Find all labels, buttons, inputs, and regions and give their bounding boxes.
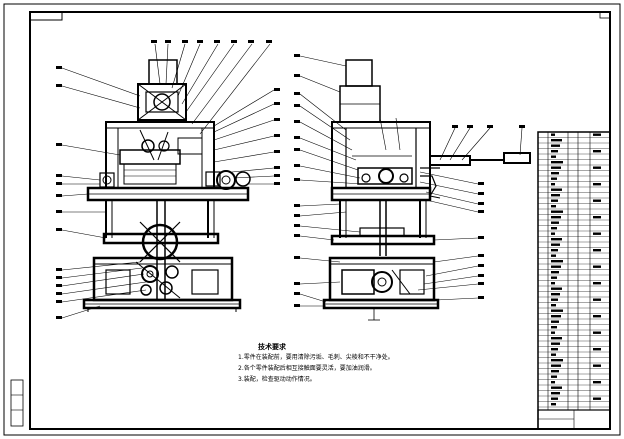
binding-strip bbox=[10, 379, 24, 427]
parts-list-cell-mark bbox=[551, 353, 556, 356]
parts-list-cell-mark bbox=[551, 210, 563, 213]
parts-list-cell-mark bbox=[551, 172, 559, 175]
parts-list-cell-mark bbox=[551, 221, 559, 224]
parts-list-cell-mark bbox=[551, 227, 557, 230]
parts-list-cell-mark bbox=[551, 265, 561, 268]
front-view bbox=[82, 59, 251, 312]
parts-list-cell-mark bbox=[593, 265, 601, 268]
parts-list-cell-mark bbox=[551, 232, 555, 235]
parts-list-cell-mark bbox=[593, 315, 601, 318]
parts-list-cell-mark bbox=[593, 331, 601, 334]
parts-list-cell-mark bbox=[551, 337, 562, 340]
parts-list-cell-mark bbox=[551, 348, 558, 351]
parts-list-cell-mark bbox=[551, 161, 563, 164]
parts-list-cell-mark bbox=[551, 276, 557, 279]
parts-list-cell-mark bbox=[551, 375, 557, 378]
parts-list-rows bbox=[538, 133, 610, 408]
parts-list-cell-mark bbox=[593, 232, 601, 235]
requirement-item-3: 3.装配，检查驱动动作情况。 bbox=[238, 376, 316, 383]
parts-list-cell-mark bbox=[593, 249, 601, 252]
parts-list-cell-mark bbox=[551, 298, 558, 301]
technical-requirements-title: 技术要求 bbox=[258, 343, 286, 351]
parts-list-cell-mark bbox=[551, 238, 562, 241]
side-motor bbox=[345, 59, 373, 87]
parts-list-cell-mark bbox=[551, 177, 557, 180]
parts-list-cell-mark bbox=[551, 386, 562, 389]
side-lower-plate bbox=[330, 234, 436, 246]
parts-list-cell-mark bbox=[593, 348, 601, 351]
front-gearbox bbox=[137, 83, 187, 121]
parts-list-cell-mark bbox=[551, 370, 559, 373]
parts-list-cell-mark bbox=[551, 287, 562, 290]
parts-list-cell-mark bbox=[551, 183, 555, 186]
parts-list-cell-mark bbox=[551, 205, 556, 208]
parts-list-cell-mark bbox=[551, 304, 556, 307]
parts-list-cell-mark bbox=[551, 403, 556, 406]
parts-list-cell-mark bbox=[551, 315, 561, 318]
parts-list-cell-mark bbox=[551, 271, 559, 274]
parts-list-cell-mark bbox=[551, 282, 555, 285]
parts-list-cell-mark bbox=[551, 150, 558, 153]
side-upper-frame bbox=[331, 121, 431, 189]
side-view bbox=[322, 59, 531, 321]
parts-list-cell-mark bbox=[551, 133, 555, 136]
requirement-item-1: 1.零件在装配前，要用清除污垢、毛刺、尖棱和不干净处。 bbox=[238, 354, 394, 361]
parts-list-cell-mark bbox=[551, 166, 561, 169]
parts-list-cell-mark bbox=[551, 342, 560, 345]
parts-list-cell-mark bbox=[593, 199, 601, 202]
parts-list-cell-mark bbox=[551, 392, 560, 395]
parts-list-cell-mark bbox=[551, 188, 562, 191]
parts-list-cell-mark bbox=[551, 397, 558, 400]
parts-list-cell-mark bbox=[593, 282, 601, 285]
parts-list-cell-mark bbox=[593, 150, 601, 153]
parts-list-cell-mark bbox=[551, 364, 561, 367]
parts-list-cell-mark bbox=[593, 397, 601, 400]
outer-sheet-border bbox=[3, 3, 621, 436]
corner-tab bbox=[599, 11, 611, 19]
parts-list-cell-mark bbox=[551, 216, 561, 219]
parts-list-cell-mark bbox=[551, 144, 560, 147]
parts-list-cell-mark bbox=[551, 293, 560, 296]
front-view-leader-lines bbox=[61, 43, 275, 319]
parts-list-cell-mark bbox=[551, 331, 555, 334]
parts-list-cell-mark bbox=[593, 364, 601, 367]
title-block-tab bbox=[29, 11, 63, 21]
parts-list-cell-mark bbox=[551, 381, 555, 384]
parts-list-cell-mark bbox=[551, 326, 557, 329]
parts-list-cell-mark bbox=[551, 243, 560, 246]
parts-list-cell-mark bbox=[551, 359, 563, 362]
parts-list-cell-mark bbox=[593, 133, 601, 136]
parts-list-cell-mark bbox=[551, 249, 558, 252]
front-motor bbox=[148, 59, 178, 85]
side-view-leader-lines bbox=[299, 55, 523, 307]
requirement-item-2: 2.各个零件装配后相互接触面要灵活，要加油润滑。 bbox=[238, 365, 376, 372]
parts-list-cell-mark bbox=[551, 320, 559, 323]
parts-list-cell-mark bbox=[551, 155, 556, 158]
parts-list-cell-mark bbox=[593, 166, 601, 169]
part-number-marks bbox=[56, 40, 525, 319]
parts-list-cell-mark bbox=[593, 216, 601, 219]
parts-list-cell-mark bbox=[593, 298, 601, 301]
parts-list-cell-mark bbox=[593, 381, 601, 384]
parts-list-cell-mark bbox=[551, 260, 563, 263]
parts-list-cell-mark bbox=[593, 183, 601, 186]
parts-list-cell-mark bbox=[551, 254, 556, 257]
parts-list-cell-mark bbox=[551, 139, 562, 142]
parts-list-cell-mark bbox=[551, 309, 563, 312]
parts-list-cell-mark bbox=[551, 199, 558, 202]
technical-requirements: 技术要求 1.零件在装配前，要用清除污垢、毛刺、尖棱和不干净处。 2.各个零件装… bbox=[238, 342, 538, 385]
parts-list-cell-mark bbox=[551, 194, 560, 197]
